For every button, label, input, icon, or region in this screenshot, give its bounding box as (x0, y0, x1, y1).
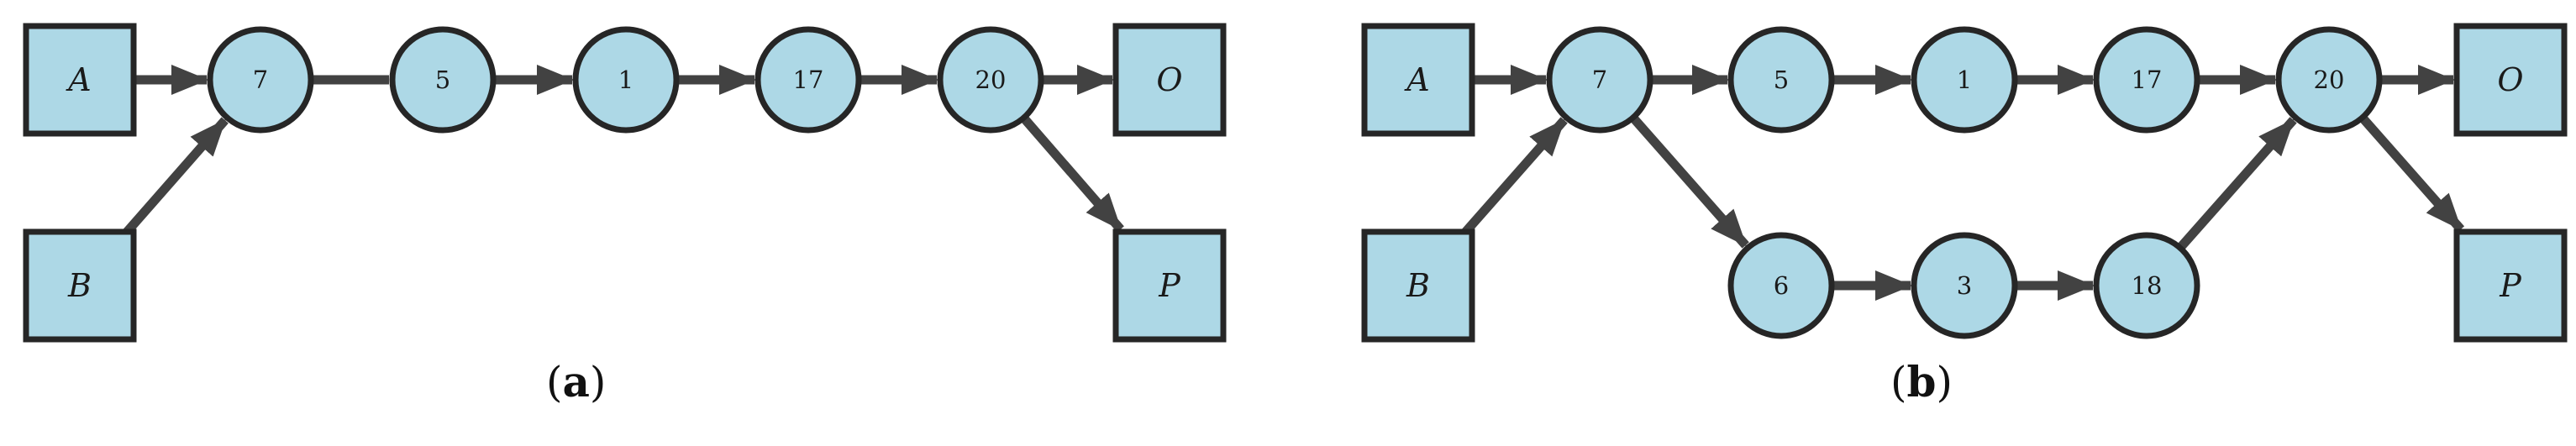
node-17-label: 17 (2132, 66, 2163, 94)
node-1: 1 (572, 26, 680, 134)
node-5-label: 5 (435, 66, 450, 94)
node-7: 7 (1546, 26, 1653, 134)
node-5-label: 5 (1774, 66, 1789, 94)
node-B-label: B (1406, 267, 1430, 304)
edge-20-to-P (2358, 114, 2465, 233)
node-O-label: O (1156, 61, 1182, 98)
node-17-label: 17 (793, 66, 824, 94)
node-5-circle (1727, 26, 1835, 134)
node-O-square (2453, 23, 2568, 137)
nodes-layer: A B 7 5 1 17 20 O P (23, 23, 1227, 343)
edges-layer (124, 65, 1124, 235)
node-7-circle (1546, 26, 1653, 134)
edges-layer (1462, 65, 2465, 301)
node-3: 3 (1911, 232, 2018, 339)
node-1-circle (1911, 26, 2018, 134)
node-B: B (23, 228, 137, 343)
node-20: 20 (937, 26, 1044, 134)
node-1-circle (572, 26, 680, 134)
node-B-square (1361, 228, 1475, 343)
node-6-circle (1727, 232, 1835, 339)
edge-20-to-P (1020, 114, 1124, 233)
node-1-label: 1 (1957, 66, 1972, 94)
node-A-label: A (1404, 61, 1429, 98)
panel-a-graph: A B 7 5 1 17 20 O P (23, 23, 1227, 343)
node-7-label: 7 (253, 66, 268, 94)
node-1-label: 1 (618, 66, 633, 94)
node-A: A (23, 23, 137, 137)
node-6: 6 (1727, 232, 1835, 339)
node-B-label: B (67, 267, 92, 304)
node-P: P (2453, 228, 2568, 343)
node-5: 5 (389, 26, 497, 134)
node-5-circle (389, 26, 497, 134)
panel-b-caption: (b) (1890, 357, 1953, 407)
node-A-square (1361, 23, 1475, 137)
node-18: 18 (2093, 232, 2200, 339)
node-P: P (1112, 228, 1227, 343)
node-3-circle (1911, 232, 2018, 339)
node-20-circle (2275, 26, 2383, 134)
node-18-label: 18 (2132, 271, 2163, 300)
node-20-label: 20 (975, 66, 1007, 94)
node-A-label: A (66, 61, 91, 98)
panel-b-caption-letter: b (1906, 357, 1937, 407)
edge-7-to-6 (1629, 114, 1749, 249)
edge-B-to-7 (124, 117, 229, 235)
node-17-circle (754, 26, 862, 134)
node-O-square (1112, 23, 1227, 137)
node-1: 1 (1911, 26, 2018, 134)
node-P-label: P (1158, 267, 1181, 304)
panel-a-caption-letter: a (562, 357, 590, 407)
node-6-label: 6 (1774, 271, 1789, 300)
node-17: 17 (2093, 26, 2200, 134)
panel-a-caption: (a) (546, 357, 607, 407)
node-O: O (2453, 23, 2568, 137)
node-5: 5 (1727, 26, 1835, 134)
node-P-square (2453, 228, 2568, 343)
node-3-label: 3 (1957, 271, 1972, 300)
node-17-circle (2093, 26, 2200, 134)
node-P-square (1112, 228, 1227, 343)
node-O-label: O (2497, 61, 2523, 98)
node-P-label: P (2499, 267, 2522, 304)
node-7-label: 7 (1592, 66, 1607, 94)
node-20-label: 20 (2314, 66, 2345, 94)
node-20: 20 (2275, 26, 2383, 134)
edge-B-to-7 (1462, 117, 1568, 235)
node-A-square (23, 23, 137, 137)
nodes-layer: A B 7 5 1 17 20 6 3 18 O P (1361, 23, 2568, 343)
node-7: 7 (207, 26, 314, 134)
node-7-circle (207, 26, 314, 134)
node-B: B (1361, 228, 1475, 343)
node-17: 17 (754, 26, 862, 134)
panel-b-graph: A B 7 5 1 17 20 6 3 18 O P (1361, 23, 2568, 343)
node-20-circle (937, 26, 1044, 134)
node-A: A (1361, 23, 1475, 137)
node-O: O (1112, 23, 1227, 137)
node-B-square (23, 228, 137, 343)
edge-18-to-20 (2176, 117, 2297, 251)
node-18-circle (2093, 232, 2200, 339)
